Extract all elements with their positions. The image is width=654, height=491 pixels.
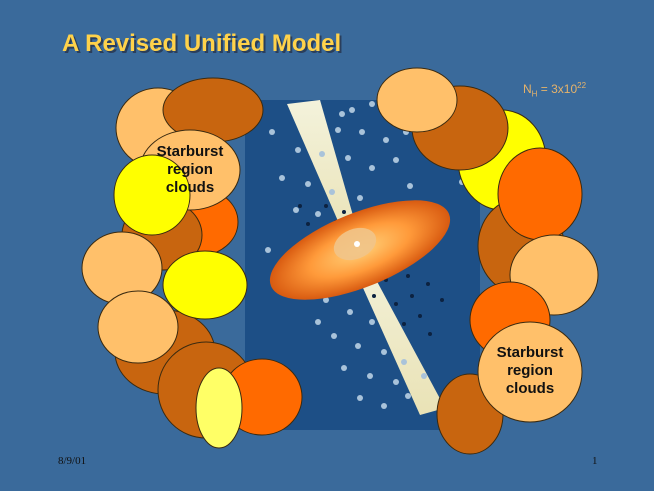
starburst-label-lower-right: Starburst region clouds [480, 344, 580, 398]
right-cloud-ring [376, 67, 599, 455]
cloud [162, 250, 248, 320]
nh-value: = 3x10 [537, 82, 578, 96]
nh-subscript: H [531, 89, 538, 99]
nucleus [354, 241, 360, 247]
label-line: region [507, 362, 553, 379]
label-line: Starburst [496, 344, 564, 361]
jet-upper [287, 100, 360, 244]
gas-dots [265, 101, 465, 409]
label-line: Starburst [156, 143, 224, 160]
slide-title: A Revised Unified Model [62, 30, 342, 57]
nh-symbol: N [523, 82, 532, 96]
column-density-label: NH = 3x1022 [523, 81, 586, 98]
left-cloud-ring [81, 77, 303, 449]
label-line: region [167, 161, 213, 178]
jet-lower [346, 246, 445, 415]
cloud [113, 154, 191, 236]
starburst-label-upper-left: Starburst region clouds [140, 143, 240, 197]
page-number: 1 [592, 455, 598, 467]
cloud [376, 67, 458, 133]
label-line: clouds [165, 179, 215, 196]
cloud [477, 321, 583, 423]
cloud [497, 147, 583, 241]
nh-exponent: 22 [577, 81, 587, 90]
cloud [195, 367, 243, 449]
cloud [97, 290, 179, 364]
label-line: clouds [505, 380, 555, 397]
footer-date: 8/9/01 [58, 455, 87, 467]
